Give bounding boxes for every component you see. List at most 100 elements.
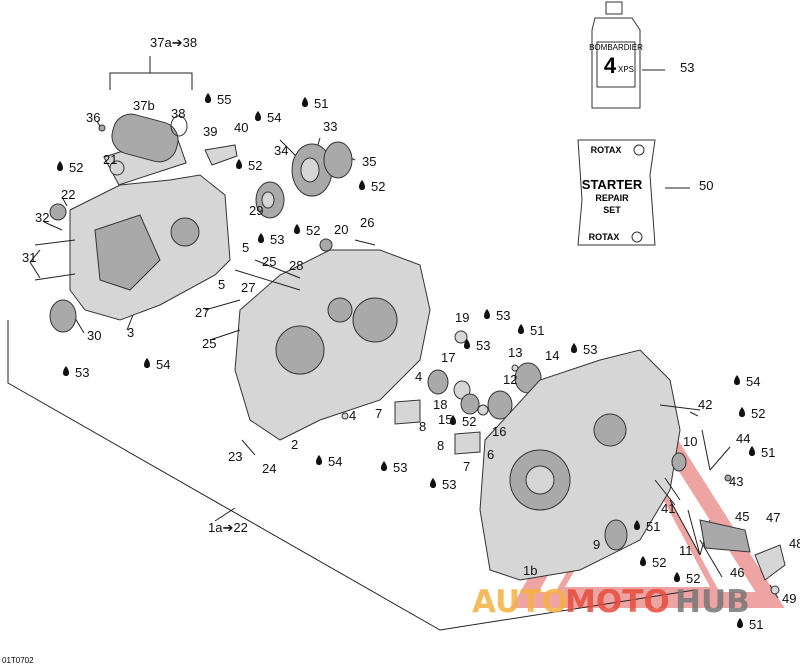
- repair-set-line2: REPAIR: [595, 193, 629, 203]
- callout-label: 47: [766, 510, 780, 525]
- callout-label: 51: [530, 323, 544, 338]
- callout-label: 54: [156, 357, 170, 372]
- leader-lines: [7, 56, 779, 631]
- callout-53g: 53: [430, 477, 456, 492]
- callout-label: 4: [415, 369, 422, 384]
- callout-label: 14: [545, 348, 559, 363]
- callout-label: 52: [462, 414, 476, 429]
- oil-bottle-brand: BOMBARDIER: [589, 43, 643, 52]
- callout-8b: 8: [437, 438, 444, 453]
- callout-27a: 27: [241, 280, 255, 295]
- callout-52e: 52: [450, 414, 476, 429]
- callout-label: 34: [274, 143, 288, 158]
- oil-bottle-logo: 4: [604, 53, 617, 78]
- callout-37a38: 37a➔38: [150, 35, 197, 50]
- callout-3: 3: [127, 325, 134, 340]
- callout-label: 48: [789, 536, 800, 551]
- callout-label: 25: [262, 254, 276, 269]
- callout-29: 29: [249, 203, 263, 218]
- callout-label: 54: [746, 374, 760, 389]
- watermark-part1: AUTO: [472, 584, 568, 620]
- callout-51b: 51: [518, 323, 544, 338]
- repair-set-line3: SET: [603, 205, 621, 215]
- drop-icon: [359, 180, 365, 190]
- callout-label: 40: [234, 120, 248, 135]
- callout-label: 41: [661, 501, 675, 516]
- callout-label: 2: [291, 437, 298, 452]
- callout-25a: 25: [262, 254, 276, 269]
- callout-37b: 37b: [133, 98, 155, 113]
- callout-18: 18: [433, 397, 447, 412]
- repair-set-brand-bottom: ROTAX: [589, 232, 620, 242]
- callout-40: 40: [234, 120, 248, 135]
- callout-34: 34: [274, 143, 288, 158]
- callout-label: 23: [228, 449, 242, 464]
- drop-icon: [737, 618, 743, 628]
- callout-55: 55: [205, 92, 231, 107]
- callout-42: 42: [698, 397, 712, 412]
- drop-icon: [634, 520, 640, 530]
- callout-label: 19: [455, 310, 469, 325]
- callout-label: 37a➔38: [150, 35, 197, 50]
- callout-51d: 51: [634, 519, 660, 534]
- callout-label: 52: [69, 160, 83, 175]
- callout-52h: 52: [674, 571, 700, 586]
- callout-label: 46: [730, 565, 744, 580]
- callout-label: 30: [87, 328, 101, 343]
- callout-label: 51: [761, 445, 775, 460]
- callout-39: 39: [203, 124, 217, 139]
- callout-label: 11: [679, 543, 693, 558]
- callout-label: 27: [195, 305, 209, 320]
- drop-icon: [518, 324, 524, 334]
- left-small-parts: [34, 115, 238, 333]
- drop-icon: [144, 358, 150, 368]
- callout-label: 53: [583, 342, 597, 357]
- callout-5b: 5: [218, 277, 225, 292]
- callout-label: 17: [441, 350, 455, 365]
- drop-icon: [255, 111, 261, 121]
- drop-icon: [464, 339, 470, 349]
- drop-icon: [63, 366, 69, 376]
- left-crankcase: [69, 113, 231, 321]
- callout-label: 52: [686, 571, 700, 586]
- watermark-text: AUTO MOTO HUB: [472, 584, 750, 620]
- callout-label: 10: [683, 434, 697, 449]
- callout-28: 28: [289, 258, 303, 273]
- drop-icon: [302, 97, 308, 107]
- callout-22: 22: [61, 187, 75, 202]
- callout-label: 53: [496, 308, 510, 323]
- callout-label: 5: [242, 240, 249, 255]
- callout-54a: 54: [255, 110, 281, 125]
- callout-label: 22: [61, 187, 75, 202]
- callout-23: 23: [228, 449, 242, 464]
- drop-icon: [571, 343, 577, 353]
- callout-label: 27: [241, 280, 255, 295]
- drop-icon: [734, 375, 740, 385]
- drop-icon: [381, 461, 387, 471]
- callout-52d: 52: [294, 223, 320, 238]
- callout-4b: 4: [349, 408, 356, 423]
- starter-repair-set: ROTAX STARTER REPAIR SET ROTAX: [577, 139, 656, 246]
- callout-15: 15: [438, 412, 452, 427]
- callout-label: 37b: [133, 98, 155, 113]
- drop-icon: [739, 407, 745, 417]
- callout-48: 48: [789, 536, 800, 551]
- repair-set-brand-top: ROTAX: [591, 145, 622, 155]
- callout-27b: 27: [195, 305, 209, 320]
- callout-17: 17: [441, 350, 455, 365]
- callout-8a: 8: [419, 419, 426, 434]
- callout-label: 16: [492, 424, 506, 439]
- callout-label: 25: [202, 336, 216, 351]
- callout-label: 18: [433, 397, 447, 412]
- callout-53b: 53: [63, 365, 89, 380]
- callout-53e: 53: [571, 342, 597, 357]
- callout-5a: 5: [242, 240, 249, 255]
- drop-icon: [316, 455, 322, 465]
- drop-icon: [236, 159, 242, 169]
- oil-bottle-sub: XPS: [618, 65, 634, 74]
- watermark-part3: HUB: [675, 584, 750, 620]
- drop-icon: [258, 233, 264, 243]
- callout-label: 7: [463, 459, 470, 474]
